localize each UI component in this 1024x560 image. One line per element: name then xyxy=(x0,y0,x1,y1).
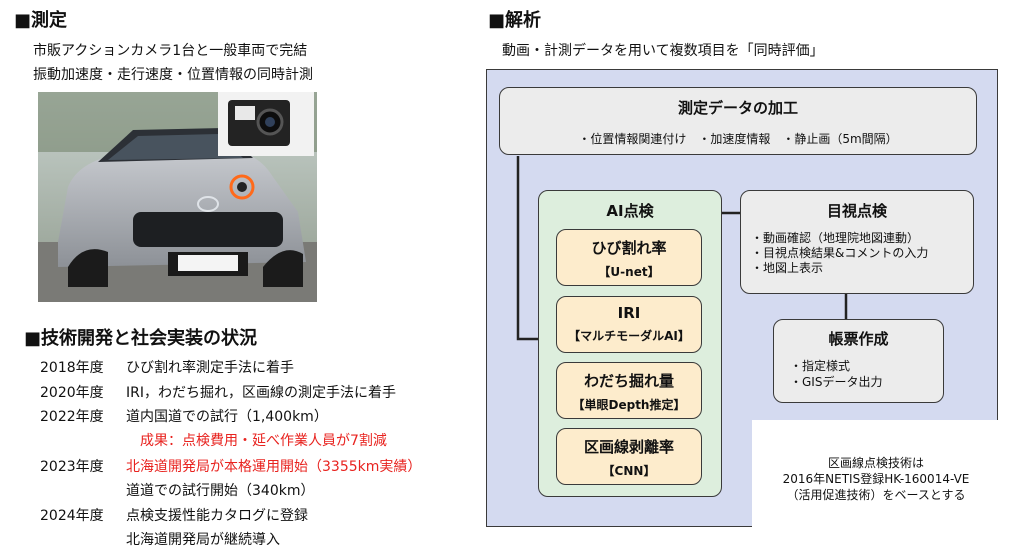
ai-inspection-title: AI点検 xyxy=(606,202,654,220)
status-text-2020: IRI，わだち掘れ，区画線の測定手法に着手 xyxy=(126,385,396,401)
status-text-2023: 北海道開発局が本格運用開始（3355km実績） xyxy=(126,459,422,475)
ai-rutting-box: わだち掘れ量 【単眼Depth推定】 xyxy=(556,362,702,419)
analysis-subtitle: 動画・計測データを用いて複数項目を「同時評価」 xyxy=(502,43,824,59)
status-result-text: 成果：点検費用・延べ作業人員が7割減 xyxy=(140,433,387,449)
visual-item-1: ・動画確認（地理院地図連動） xyxy=(751,231,920,245)
status-text-2024-b: 北海道開発局が継続導入 xyxy=(126,532,280,548)
report-item-2: ・GISデータ出力 xyxy=(790,375,883,389)
measure-heading: ■測定 xyxy=(14,10,68,31)
ai-lane-marking-box: 区画線剥離率 【CNN】 xyxy=(556,428,702,485)
status-year-2018: 2018年度 xyxy=(40,360,104,376)
ai-iri-method: 【マルチモーダルAI】 xyxy=(568,329,690,343)
visual-item-2: ・目視点検結果&コメントの入力 xyxy=(751,246,929,260)
visual-inspection-box: 目視点検 ・動画確認（地理院地図連動） ・目視点検結果&コメントの入力 ・地図上… xyxy=(740,190,974,294)
ai-crack-rate-box: ひび割れ率 【U-net】 xyxy=(556,229,702,286)
analysis-heading: ■解析 xyxy=(488,10,542,31)
status-year-2022: 2022年度 xyxy=(40,409,104,425)
ai-rutting-method: 【単眼Depth推定】 xyxy=(572,398,686,412)
ai-crack-rate-title: ひび割れ率 xyxy=(591,239,667,257)
status-text-2024: 点検支援性能カタログに登録 xyxy=(126,508,308,524)
panel-notch xyxy=(752,420,1000,530)
processing-title: 測定データの加工 xyxy=(677,99,798,117)
status-text-2018: ひび割れ率測定手法に着手 xyxy=(126,360,294,376)
connector-processing-to-ai xyxy=(516,156,540,341)
ai-crack-rate-method: 【U-net】 xyxy=(598,265,660,279)
report-box: 帳票作成 ・指定様式 ・GISデータ出力 xyxy=(773,319,944,403)
netis-note-line-3: （活用促進技術）をベースとする xyxy=(786,488,966,502)
ai-iri-title: IRI xyxy=(617,304,641,322)
processing-box: 測定データの加工 ・位置情報関連付け ・加速度情報 ・静止画（5m間隔） xyxy=(499,87,977,155)
processing-items: ・位置情報関連付け ・加速度情報 ・静止画（5m間隔） xyxy=(578,132,898,146)
ai-lane-marking-title: 区画線剥離率 xyxy=(583,438,674,456)
ai-lane-marking-method: 【CNN】 xyxy=(602,464,656,478)
status-year-2024: 2024年度 xyxy=(40,508,104,524)
flow-connectors xyxy=(516,156,848,341)
visual-item-3: ・地図上表示 xyxy=(751,261,824,275)
measure-line-2: 振動加速度・走行速度・位置情報の同時計測 xyxy=(33,67,313,83)
status-text-2023-b: 道道での試行開始（340km） xyxy=(126,483,315,499)
report-item-1: ・指定様式 xyxy=(790,359,851,373)
netis-note: 区画線点検技術は 2016年NETIS登録HK-160014-VE （活用促進技… xyxy=(754,455,998,503)
netis-note-line-1: 区画線点検技術は xyxy=(827,456,924,470)
netis-note-line-2: 2016年NETIS登録HK-160014-VE xyxy=(782,472,970,486)
measure-line-1: 市販アクションカメラ1台と一般車両で完結 xyxy=(33,43,308,59)
status-text-2022: 道内国道での試行（1,400km） xyxy=(126,409,328,425)
ai-iri-box: IRI 【マルチモーダルAI】 xyxy=(556,296,702,353)
vehicle-photo xyxy=(38,92,317,302)
ai-rutting-title: わだち掘れ量 xyxy=(583,372,674,390)
car-with-camera-image xyxy=(38,92,317,302)
status-year-2020: 2020年度 xyxy=(40,385,104,401)
visual-inspection-title: 目視点検 xyxy=(826,202,887,220)
status-heading: ■技術開発と社会実装の状況 xyxy=(24,328,258,349)
status-year-2023: 2023年度 xyxy=(40,459,104,475)
report-title: 帳票作成 xyxy=(828,330,889,348)
